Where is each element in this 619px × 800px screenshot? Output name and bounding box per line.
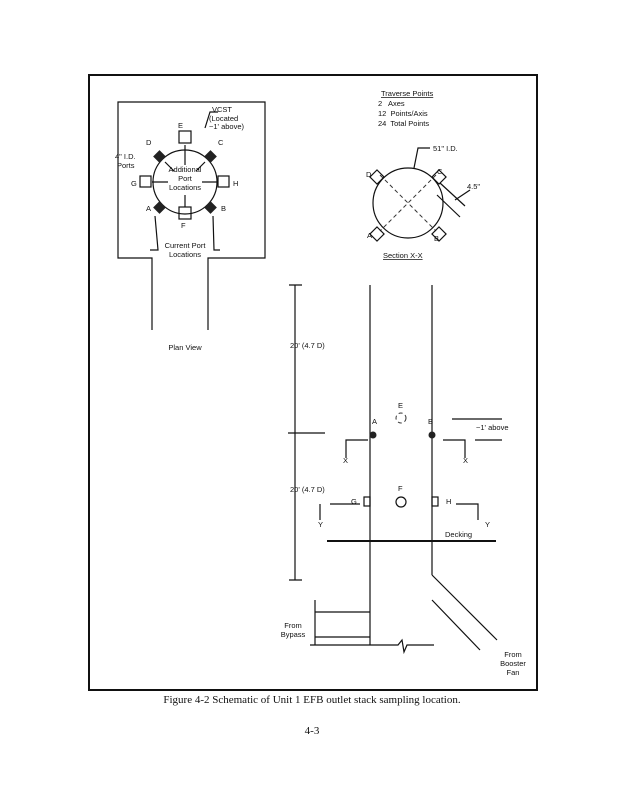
label: E (178, 121, 183, 130)
label: C (218, 138, 224, 147)
label: E (398, 401, 403, 410)
label: 12 Points/Axis (378, 109, 428, 118)
label: D (146, 138, 152, 147)
label: H (233, 179, 238, 188)
figure-frame (88, 74, 538, 691)
label: F (181, 221, 186, 230)
label: A (372, 417, 377, 426)
label: Section X-X (383, 251, 423, 260)
label: 51" I.D. (433, 144, 458, 153)
label: Ports (117, 161, 135, 170)
dimension-line (288, 284, 325, 581)
port-h (217, 175, 230, 188)
label: Y (318, 520, 323, 529)
bypass-duct (310, 600, 434, 655)
port-d (153, 150, 166, 163)
label: D (366, 170, 372, 179)
diagram-line (369, 226, 385, 242)
plan-view-outline (117, 101, 266, 330)
label: B (428, 417, 433, 426)
label: Traverse Points (381, 89, 433, 98)
diagram-line (431, 226, 447, 242)
label: Port (178, 174, 193, 183)
diagram-line (369, 431, 377, 439)
label: A (367, 231, 372, 240)
plan-view: VCST (Located ~1' above) E D C G H A B F… (115, 101, 266, 352)
arrows (152, 145, 218, 207)
port-c (204, 150, 217, 163)
label: Locations (169, 183, 201, 192)
diagram-line (369, 169, 385, 185)
label: VCST (212, 105, 232, 114)
label: H (446, 497, 451, 506)
port-a (153, 201, 166, 214)
diagram-line (428, 431, 436, 439)
label: B (221, 204, 226, 213)
label: F (398, 484, 403, 493)
label: 2 Axes (378, 99, 405, 108)
section-x-x: 51" I.D. 4.5" D C A B Section X-X (366, 144, 480, 260)
label: Plan View (168, 343, 202, 352)
label: Additional (169, 165, 202, 174)
leaders (150, 111, 220, 251)
label: From (504, 650, 522, 659)
diagram-line (413, 147, 430, 169)
diagram-line (436, 182, 471, 218)
page-number: 4-3 (305, 725, 320, 737)
label: (Located (209, 114, 238, 123)
label: Y (485, 520, 490, 529)
label: Locations (169, 250, 201, 259)
label: 20' (4.7 D) (290, 341, 325, 350)
diagram-line (431, 169, 447, 185)
diagram-line (431, 496, 439, 507)
label: 4" I.D. (115, 152, 136, 161)
diagram-line (395, 496, 407, 508)
figure-caption: Figure 4-2 Schematic of Unit 1 EFB outle… (163, 694, 461, 706)
port-e (178, 130, 192, 144)
diagram-line (363, 496, 371, 507)
label: C (437, 167, 443, 176)
traverse-points-legend: Traverse Points 2 Axes 12 Points/Axis 24… (378, 89, 433, 128)
diagram-line (372, 167, 444, 239)
port-f (178, 206, 192, 220)
port-g (139, 175, 152, 188)
label: A (146, 204, 151, 213)
label: B (434, 234, 439, 243)
label: ~1' above) (209, 122, 245, 131)
label: 24 Total Points (378, 119, 429, 128)
label: G (131, 179, 137, 188)
label: Bypass (281, 630, 306, 639)
label: 20' (4.7 D) (290, 485, 325, 494)
label: Booster (500, 659, 526, 668)
stack-walls (369, 285, 498, 651)
label: Decking (445, 530, 472, 539)
label: Current Port (165, 241, 207, 250)
label: 4.5" (467, 182, 480, 191)
diagram-line (395, 412, 407, 424)
label: Fan (507, 668, 520, 677)
label: X (343, 456, 348, 465)
diagram-line (379, 174, 437, 232)
label: G (351, 497, 357, 506)
label: X (463, 456, 468, 465)
section-cut-lines (319, 418, 502, 520)
label: From (284, 621, 302, 630)
label: ~1' above (476, 423, 509, 432)
stack-elevation: 20' (4.7 D) 20' (4.7 D) A B E F G H ~1' … (281, 284, 526, 677)
port-b (204, 201, 217, 214)
